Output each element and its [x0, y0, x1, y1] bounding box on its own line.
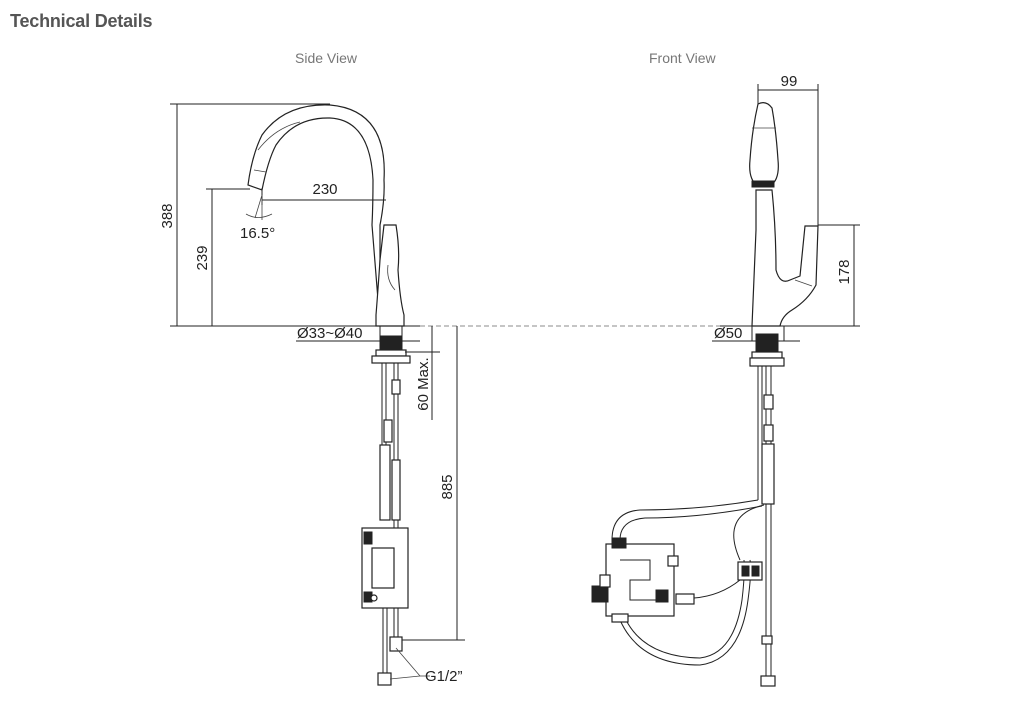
dim-hose-length: 885: [439, 474, 456, 499]
dim-reach: 230: [312, 181, 337, 198]
side-view-faucet: [247, 104, 411, 686]
dim-connection: G1/2”: [425, 668, 463, 685]
dim-base-diameter-range: Ø33~Ø40: [297, 325, 362, 342]
dim-handle-height: 178: [836, 259, 853, 284]
dim-front-base-diameter: Ø50: [714, 325, 742, 342]
page-title: Technical Details: [10, 11, 153, 31]
dim-spout-height: 239: [194, 245, 211, 270]
dim-deck-thickness: 60 Max.: [415, 357, 432, 410]
dim-overall-height: 388: [159, 203, 176, 228]
side-view-dimensions: 388 239 230 16.5° Ø33~Ø40 60 Max. 885 G1…: [159, 103, 760, 685]
dim-angle: 16.5°: [240, 225, 275, 242]
front-view-dimensions: 99 178 Ø50: [712, 73, 860, 342]
front-view-label: Front View: [649, 50, 716, 66]
dim-front-width: 99: [781, 73, 798, 90]
side-view-label: Side View: [295, 50, 358, 66]
front-view-faucet: [591, 102, 819, 687]
